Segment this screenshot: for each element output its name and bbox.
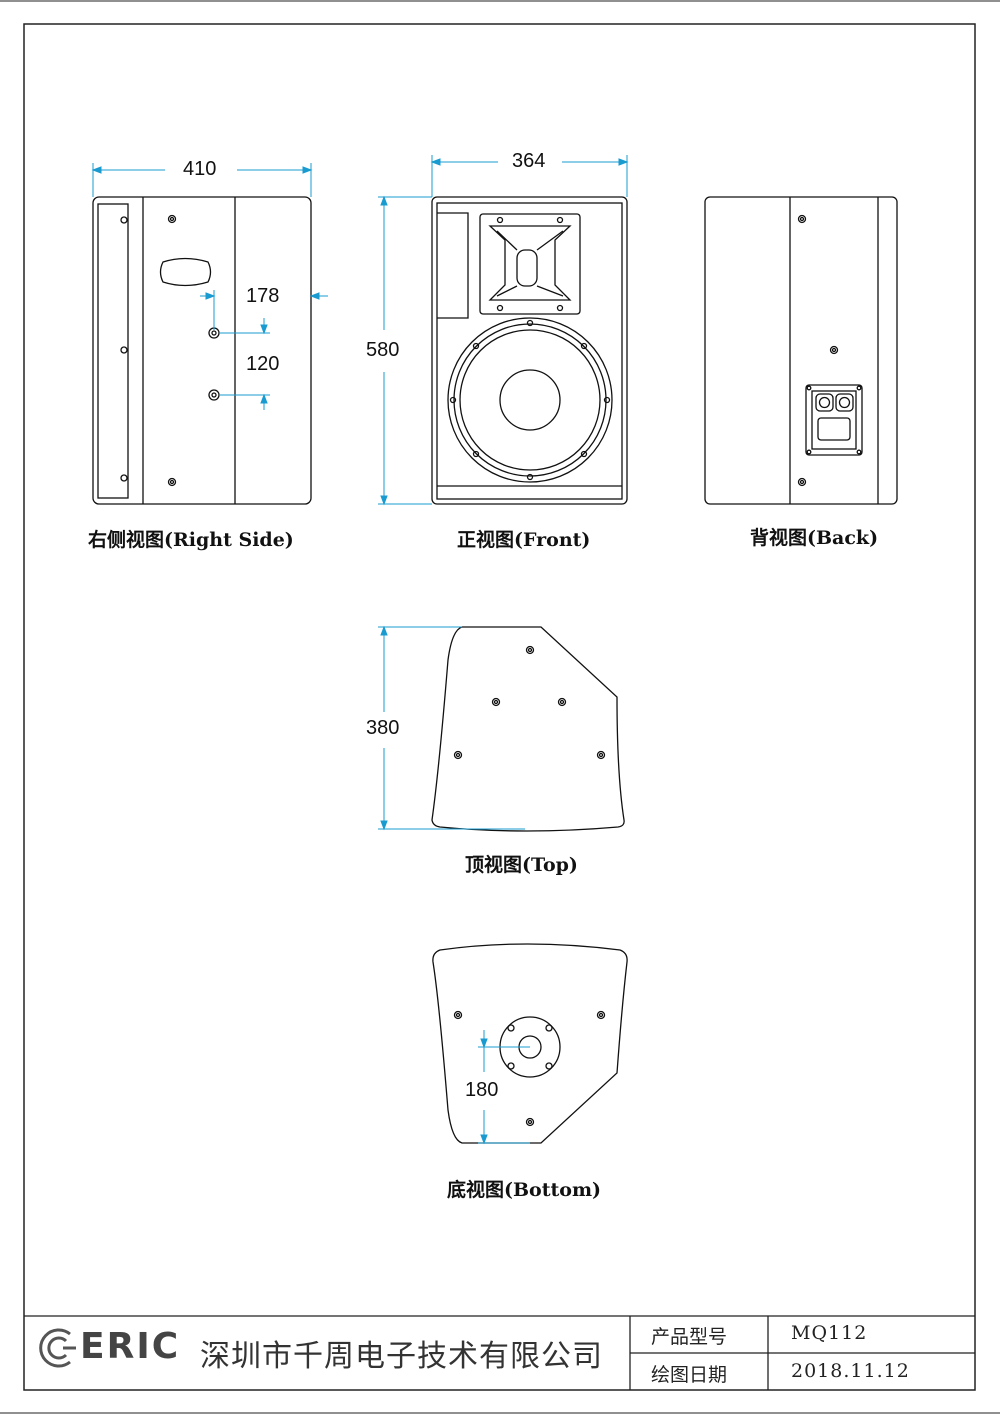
logo-mark — [39, 1328, 76, 1368]
front-view-label: 正视图(Front) — [457, 529, 591, 551]
date-value: 2018.11.12 — [791, 1360, 910, 1382]
top-view-label: 顶视图(Top) — [465, 854, 578, 876]
right-side-view — [92, 196, 312, 505]
right-side-handle-dim: 178 — [244, 285, 282, 308]
right-side-spacing-dim: 120 — [244, 353, 282, 376]
back-view-label: 背视图(Back) — [750, 527, 879, 549]
top-dimensions — [378, 625, 525, 831]
top-depth-dim: 380 — [364, 717, 402, 740]
bottom-view-label: 底视图(Bottom) — [447, 1179, 602, 1201]
bottom-mount-dim: 180 — [463, 1079, 501, 1102]
company-name: 深圳市千周电子技术有限公司 — [200, 1339, 603, 1374]
back-view — [704, 196, 898, 505]
model-value: MQ112 — [791, 1322, 868, 1344]
bottom-view — [432, 943, 628, 1144]
date-label: 绘图日期 — [651, 1364, 728, 1386]
company-logo: ERIC — [80, 1326, 181, 1367]
right-side-view-label: 右侧视图(Right Side) — [88, 529, 294, 551]
bottom-dimensions — [478, 1030, 530, 1145]
title-block — [24, 1315, 975, 1390]
model-label: 产品型号 — [651, 1326, 728, 1348]
front-dimensions — [378, 155, 629, 506]
front-height-dim: 580 — [364, 339, 402, 362]
top-view — [431, 626, 625, 832]
front-view — [431, 196, 628, 505]
right-side-width-dim: 410 — [181, 158, 219, 181]
right-side-dimensions — [91, 163, 328, 410]
sheet-border — [23, 23, 976, 1391]
front-width-dim: 364 — [510, 150, 548, 173]
